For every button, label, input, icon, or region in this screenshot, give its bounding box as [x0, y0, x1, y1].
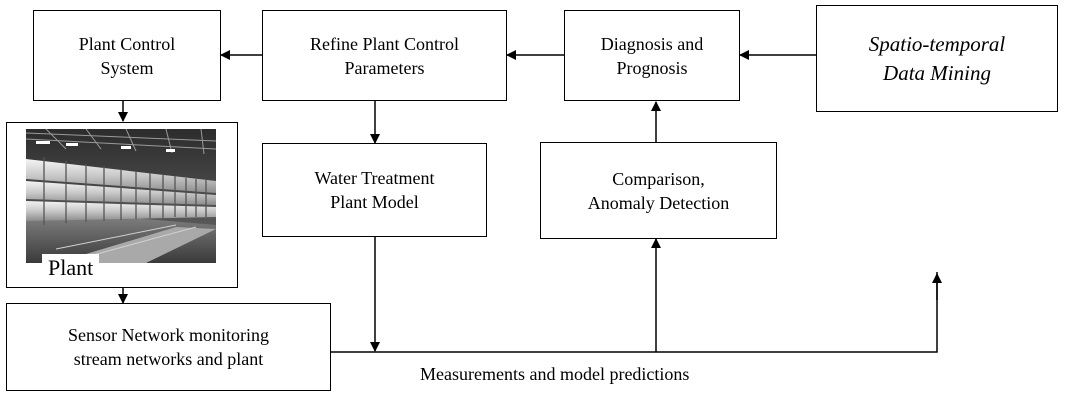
sensor-line-1: Sensor Network monitoring [68, 325, 269, 345]
mining-line-2: Data Mining [883, 60, 991, 85]
diagnosis-line-2: Prognosis [616, 57, 688, 78]
plant-photo [26, 129, 216, 263]
diagnosis-prognosis-box: Diagnosis and Prognosis [564, 10, 740, 101]
sensor-network-box: Sensor Network monitoring stream network… [6, 303, 331, 391]
refine-line-2: Parameters [344, 57, 425, 78]
plant-control-system-box: Plant Control System [33, 10, 221, 101]
mining-line-1: Spatio-temporal [868, 31, 1006, 56]
water-treatment-model-box: Water Treatment Plant Model [262, 143, 487, 237]
plant-photo-illustration [26, 129, 216, 263]
comparison-line-1: Comparison, [612, 168, 705, 189]
diagnosis-line-1: Diagnosis and [600, 33, 704, 54]
refine-parameters-box: Refine Plant Control Parameters [262, 10, 507, 101]
model-line-1: Water Treatment [314, 168, 435, 188]
sensor-line-2: stream networks and plant [73, 349, 264, 369]
model-line-2: Plant Model [330, 192, 419, 212]
measurement-bus-line [331, 272, 938, 353]
comparison-line-2: Anomaly Detection [587, 192, 730, 213]
plant-label: Plant [42, 254, 100, 282]
plant-control-line-1: Plant Control [78, 33, 176, 54]
measurements-caption: Measurements and model predictions [420, 364, 690, 384]
plant-control-line-2: System [100, 57, 154, 78]
plant-box: Plant [6, 122, 238, 288]
data-mining-box: Spatio-temporal Data Mining [816, 5, 1058, 112]
comparison-anomaly-box: Comparison, Anomaly Detection [540, 142, 777, 239]
refine-line-1: Refine Plant Control [310, 33, 459, 54]
